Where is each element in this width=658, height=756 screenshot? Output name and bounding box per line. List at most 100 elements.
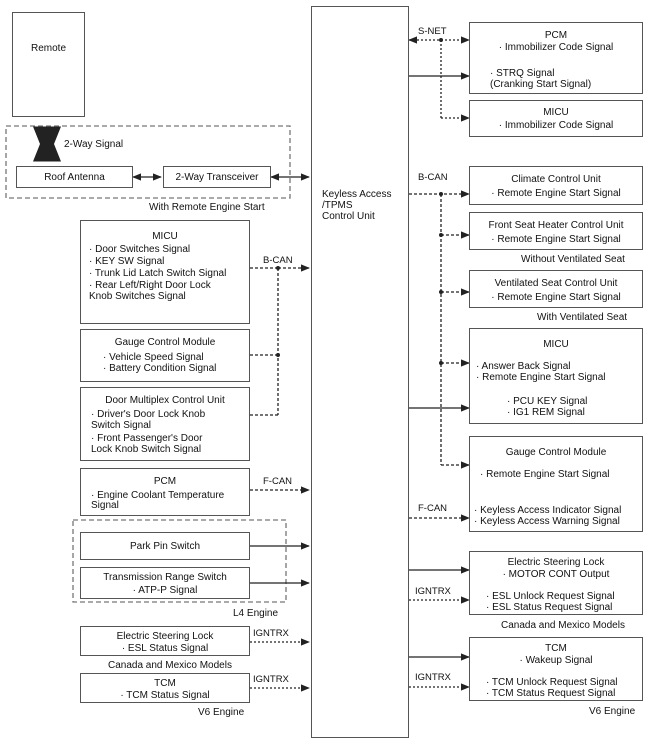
right-tcm-igntrx-label: IGNTRX	[415, 672, 451, 683]
vent-seat-title: Ventilated Seat Control Unit	[494, 278, 618, 289]
left-esl-line: · ESL Status Signal	[121, 643, 209, 654]
right-gauge-lower-line: · Keyless Access Indicator Signal	[474, 505, 622, 516]
left-micu-title: MICU	[152, 231, 178, 242]
strq-signal: · STRQ Signal	[490, 68, 555, 79]
right-micu-top-box: MICU · Immobilizer Code Signal	[469, 100, 643, 137]
left-micu-box: MICU · Door Switches Signal · KEY SW Sig…	[80, 220, 250, 324]
left-tcm-title: TCM	[154, 678, 176, 689]
right-bcan-label: B-CAN	[418, 172, 448, 183]
left-tcm-line: · TCM Status Signal	[120, 690, 210, 701]
right-micu-lower-line: · PCU KEY Signal	[507, 396, 588, 407]
transceiver-box: 2-Way Transceiver	[163, 166, 271, 188]
left-pcm-title: PCM	[153, 476, 177, 487]
right-micu-top-title: MICU	[543, 107, 569, 118]
right-esl-title: Electric Steering Lock	[507, 557, 605, 568]
trs-title: Transmission Range Switch	[103, 572, 227, 583]
front-seat-heater-box: Front Seat Heater Control Unit · Remote …	[469, 212, 643, 250]
door-mux-line: Switch Signal	[91, 420, 152, 431]
right-pcm-box: PCM · Immobilizer Code Signal · STRQ Sig…	[469, 22, 643, 94]
right-pcm-line: · Immobilizer Code Signal	[498, 42, 614, 53]
right-esl-line: · MOTOR CONT Output	[502, 569, 610, 580]
left-pcm-box: PCM · Engine Coolant Temperature Signal	[80, 468, 250, 516]
strq-signal-note: (Cranking Start Signal)	[490, 79, 592, 90]
left-tcm-box: TCM · TCM Status Signal	[80, 673, 250, 703]
remote-group-frame	[5, 125, 291, 199]
right-esl-caption: Canada and Mexico Models	[501, 620, 625, 631]
right-tcm-line: · Wakeup Signal	[519, 655, 593, 666]
remote-label: Remote	[30, 43, 66, 54]
climate-line: · Remote Engine Start Signal	[491, 188, 621, 199]
park-pin-switch-box: Park Pin Switch	[80, 532, 250, 560]
door-mux-title: Door Multiplex Control Unit	[105, 395, 225, 406]
right-tcm-lower-line: · TCM Unlock Request Signal	[486, 677, 618, 688]
right-tcm-caption: V6 Engine	[589, 706, 636, 717]
trs-line: · ATP-P Signal	[132, 585, 198, 596]
door-mux-line: · Front Passenger's Door	[91, 433, 203, 444]
vent-seat-caption: With Ventilated Seat	[537, 312, 628, 323]
right-pcm-title: PCM	[544, 30, 568, 41]
right-fcan-label: F-CAN	[418, 503, 448, 514]
right-esl-igntrx-label: IGNTRX	[415, 586, 451, 597]
left-gauge-box: Gauge Control Module · Vehicle Speed Sig…	[80, 329, 250, 382]
right-gauge-title: Gauge Control Module	[505, 447, 607, 458]
right-micu-line: · Remote Engine Start Signal	[476, 372, 606, 383]
right-gauge-lower-line: · Keyless Access Warning Signal	[474, 516, 620, 527]
park-pin-label: Park Pin Switch	[129, 541, 201, 552]
right-micu-box: MICU · Answer Back Signal · Remote Engin…	[469, 328, 643, 424]
transceiver-label: 2-Way Transceiver	[175, 172, 259, 183]
climate-title: Climate Control Unit	[511, 174, 601, 185]
right-micu-lower-line: · IG1 REM Signal	[507, 407, 585, 418]
front-seat-line: · Remote Engine Start Signal	[491, 234, 621, 245]
roof-antenna-box: Roof Antenna	[16, 166, 133, 188]
right-esl-lower-line: · ESL Unlock Request Signal	[486, 591, 615, 602]
door-multiplex-box: Door Multiplex Control Unit · Driver's D…	[80, 387, 250, 461]
left-esl-caption: Canada and Mexico Models	[108, 660, 232, 671]
right-micu-title: MICU	[543, 339, 569, 350]
left-fcan-label: F-CAN	[263, 476, 293, 487]
right-gauge-line: · Remote Engine Start Signal	[480, 469, 610, 480]
keyless-access-control-unit: Keyless Access /TPMS Control Unit	[311, 6, 409, 738]
right-snet-label: S-NET	[418, 26, 447, 37]
left-gauge-line: · Vehicle Speed Signal	[103, 352, 204, 363]
control-unit-line2: /TPMS	[322, 200, 353, 211]
left-esl-igntrx-label: IGNTRX	[253, 628, 289, 639]
l4-caption: L4 Engine	[233, 608, 279, 619]
left-tcm-caption: V6 Engine	[198, 707, 245, 718]
control-unit-line3: Control Unit	[322, 211, 375, 222]
remote-group-caption: With Remote Engine Start	[149, 202, 265, 213]
left-esl-box: Electric Steering Lock · ESL Status Sign…	[80, 626, 250, 656]
left-micu-line: · KEY SW Signal	[89, 256, 165, 267]
left-pcm-line: · Engine Coolant Temperature	[91, 490, 225, 501]
left-bcan-label: B-CAN	[263, 255, 293, 266]
right-tcm-box: TCM · Wakeup Signal · TCM Unlock Request…	[469, 637, 643, 701]
left-tcm-igntrx-label: IGNTRX	[253, 674, 289, 685]
climate-control-box: Climate Control Unit · Remote Engine Sta…	[469, 166, 643, 205]
left-micu-line: · Trunk Lid Latch Switch Signal	[89, 268, 227, 279]
vent-seat-line: · Remote Engine Start Signal	[491, 292, 621, 303]
control-unit-line1: Keyless Access	[322, 189, 392, 200]
two-way-signal-label: 2-Way Signal	[64, 139, 124, 150]
right-tcm-title: TCM	[545, 643, 567, 654]
right-micu-top-line: · Immobilizer Code Signal	[498, 120, 614, 131]
right-esl-lower-line: · ESL Status Request Signal	[486, 602, 613, 613]
transmission-range-switch-box: Transmission Range Switch · ATP-P Signal	[80, 567, 250, 599]
right-gauge-box: Gauge Control Module · Remote Engine Sta…	[469, 436, 643, 532]
left-gauge-line: · Battery Condition Signal	[103, 363, 217, 374]
left-gauge-title: Gauge Control Module	[114, 337, 216, 348]
left-micu-line: · Door Switches Signal	[89, 244, 191, 255]
door-mux-line: Lock Knob Switch Signal	[91, 444, 202, 455]
front-seat-caption: Without Ventilated Seat	[521, 254, 625, 265]
left-micu-line: · Rear Left/Right Door Lock	[89, 280, 211, 291]
door-mux-line: · Driver's Door Lock Knob	[91, 409, 206, 420]
left-esl-title: Electric Steering Lock	[116, 631, 214, 642]
left-pcm-line: Signal	[91, 500, 119, 511]
right-micu-line: · Answer Back Signal	[476, 361, 571, 372]
left-micu-line: Knob Switches Signal	[89, 291, 186, 302]
ventilated-seat-box: Ventilated Seat Control Unit · Remote En…	[469, 270, 643, 308]
remote-box: Remote	[12, 12, 85, 117]
roof-antenna-label: Roof Antenna	[44, 172, 105, 183]
front-seat-title: Front Seat Heater Control Unit	[488, 220, 624, 231]
right-tcm-lower-line: · TCM Status Request Signal	[486, 688, 616, 699]
right-esl-box: Electric Steering Lock · MOTOR CONT Outp…	[469, 551, 643, 615]
